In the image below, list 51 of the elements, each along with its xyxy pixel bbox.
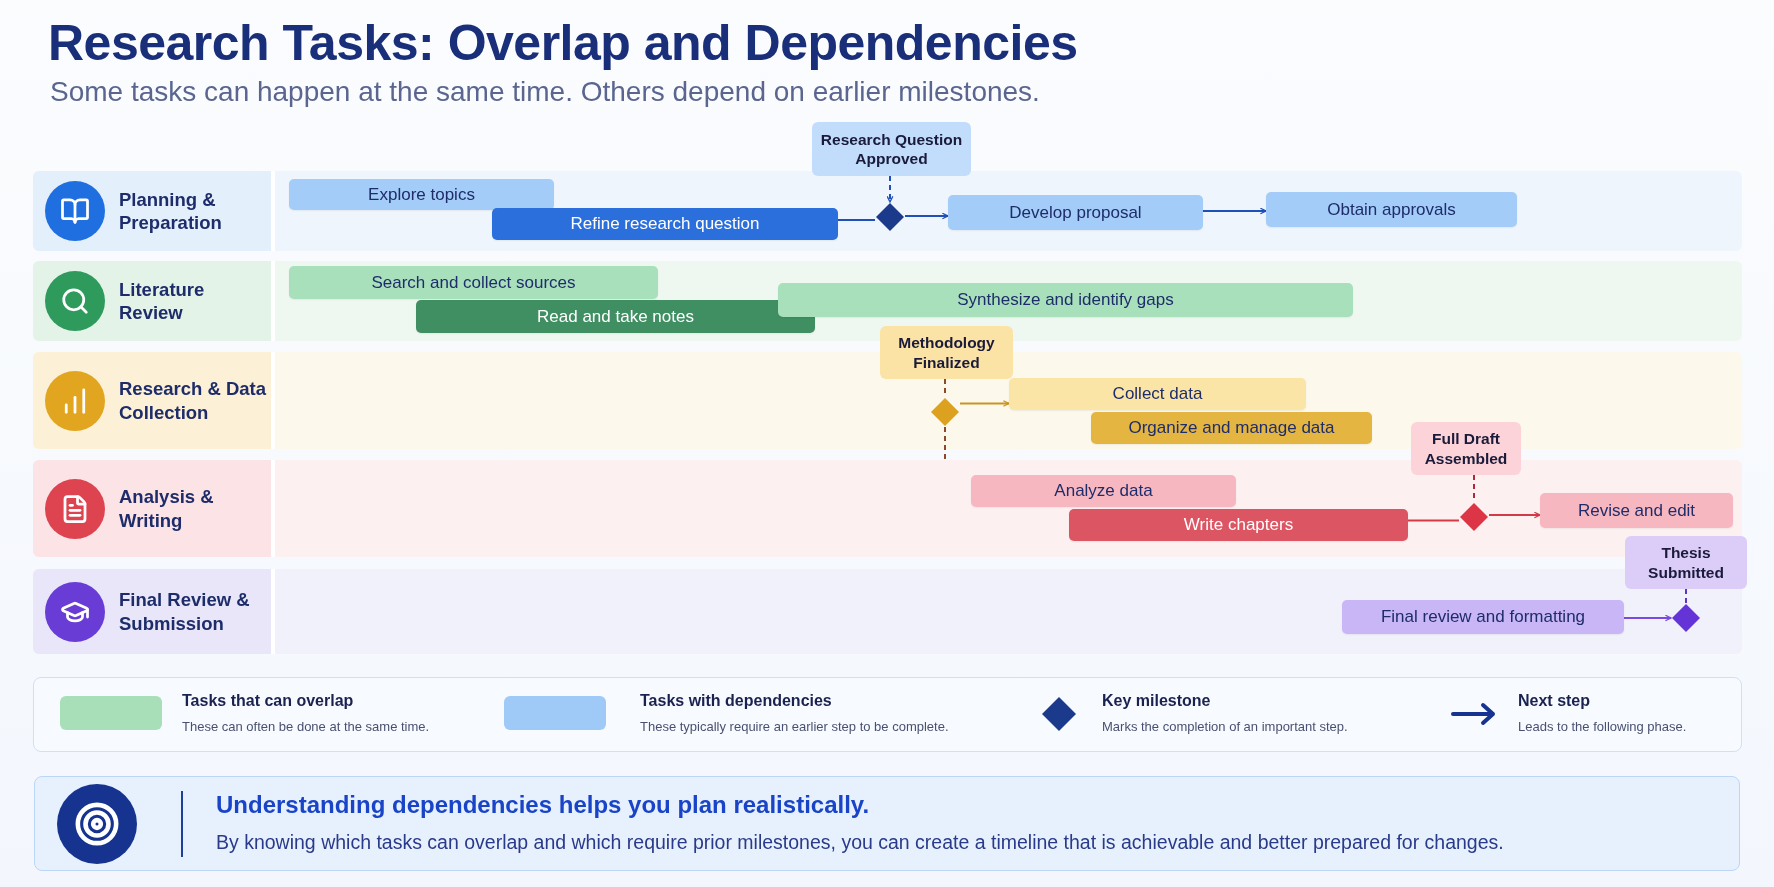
phase-label: Literature Review xyxy=(119,277,206,325)
milestone-label: Full Draft Assembled xyxy=(1411,422,1521,475)
task-bar: Analyze data xyxy=(971,475,1236,507)
task-bar: Final review and formatting xyxy=(1342,600,1624,634)
page-title: Research Tasks: Overlap and Dependencies xyxy=(48,14,1078,72)
legend-description: These can often be done at the same time. xyxy=(182,719,430,734)
legend-description: Leads to the following phase. xyxy=(1518,719,1687,734)
arrow xyxy=(1488,511,1541,519)
tip-text: By knowing which tasks can overlap and which require prior milestones, you can create a timeline that is achievable and better prepared for changes. xyxy=(216,831,1504,854)
arrow xyxy=(904,212,949,220)
task-bar: Synthesize and identify gaps xyxy=(778,283,1353,317)
milestone-label: Thesis Submitted xyxy=(1625,536,1747,589)
connector-line xyxy=(1407,519,1460,522)
task-bar: Explore topics xyxy=(289,179,554,210)
dashed-connector xyxy=(886,175,894,203)
arrow xyxy=(1202,207,1267,215)
milestone-diamond xyxy=(1671,603,1701,633)
task-bar: Search and collect sources xyxy=(289,266,658,299)
task-bar: Read and take notes xyxy=(416,300,815,333)
dashed-connector xyxy=(1685,588,1687,604)
phase-band xyxy=(33,352,1742,449)
legend-label: Tasks with dependencies xyxy=(640,692,832,710)
legend-label: Tasks that can overlap xyxy=(182,692,354,710)
task-bar: Organize and manage data xyxy=(1091,412,1372,444)
phase-label: Final Review & Submission xyxy=(119,588,251,635)
connector-line xyxy=(837,219,876,221)
task-bar: Collect data xyxy=(1009,378,1306,410)
legend-label: Key milestone xyxy=(1102,692,1211,710)
milestone-label: Methodology Finalized xyxy=(880,326,1013,379)
milestone-diamond xyxy=(1459,502,1489,532)
dashed-connector xyxy=(944,426,946,461)
milestone-label: Research Question Approved xyxy=(812,122,971,176)
arrow xyxy=(959,400,1010,407)
task-bar: Obtain approvals xyxy=(1266,192,1517,227)
task-bar: Write chapters xyxy=(1069,509,1408,541)
legend-label: Next step xyxy=(1518,692,1591,710)
phase-label: Planning & Preparation xyxy=(119,187,223,235)
task-bar: Revise and edit xyxy=(1540,493,1733,528)
phase-band xyxy=(33,569,1742,654)
legend-description: Marks the completion of an important step. xyxy=(1102,719,1348,734)
phase-label: Analysis & Writing xyxy=(119,485,215,532)
arrow xyxy=(1623,614,1672,622)
phase-label: Research & Data Collection xyxy=(119,377,268,424)
task-bar: Develop proposal xyxy=(948,195,1203,230)
phase-band xyxy=(33,171,1742,251)
tip-heading: Understanding dependencies helps you plan realistically. xyxy=(216,791,870,819)
page-subtitle: Some tasks can happen at the same time. Others depend on earlier milestones. xyxy=(50,76,1040,108)
legend-description: These typically require an earlier step to be complete. xyxy=(640,719,949,734)
task-bar: Refine research question xyxy=(492,208,838,240)
milestone-diamond xyxy=(930,397,960,427)
milestone-diamond xyxy=(875,202,905,232)
